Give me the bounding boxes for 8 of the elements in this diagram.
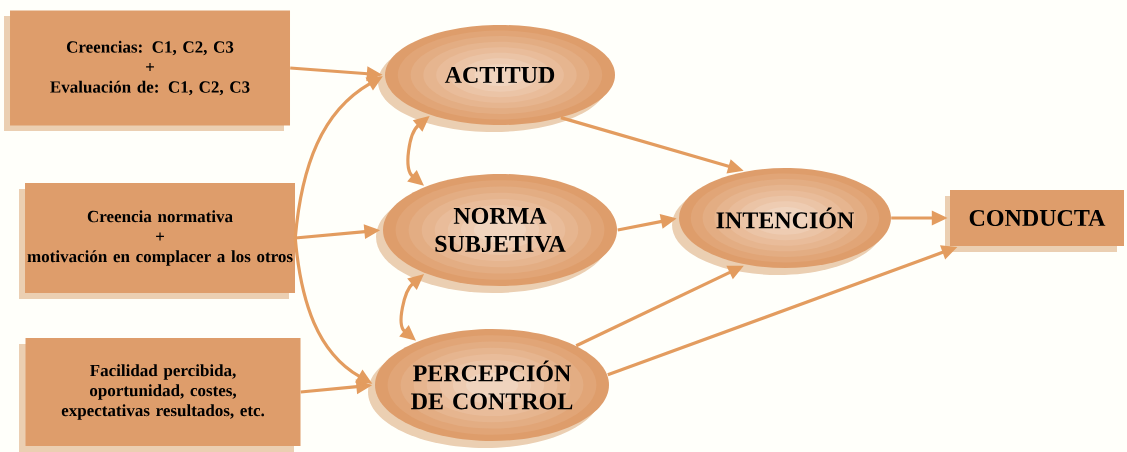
ellipse-node: NORMA SUBJETIVA	[376, 174, 617, 293]
text-box: CONDUCTA	[945, 190, 1124, 252]
text-box: Creencias: C1, C2, C3 + Evaluación de: C1, C2, C3	[4, 10, 290, 131]
ellipse-node: ACTITUD	[378, 25, 615, 132]
ellipse-node: INTENCIÓN	[672, 168, 891, 275]
text-box: Facilidad percibida, oportunidad, costes, expectativas resultados, etc.	[19, 338, 301, 452]
text-box: Creencia normativa + motivación en complacer a los otros	[19, 183, 295, 299]
ellipse-node: PERCEPCIÓN DE CONTROL	[368, 329, 609, 448]
